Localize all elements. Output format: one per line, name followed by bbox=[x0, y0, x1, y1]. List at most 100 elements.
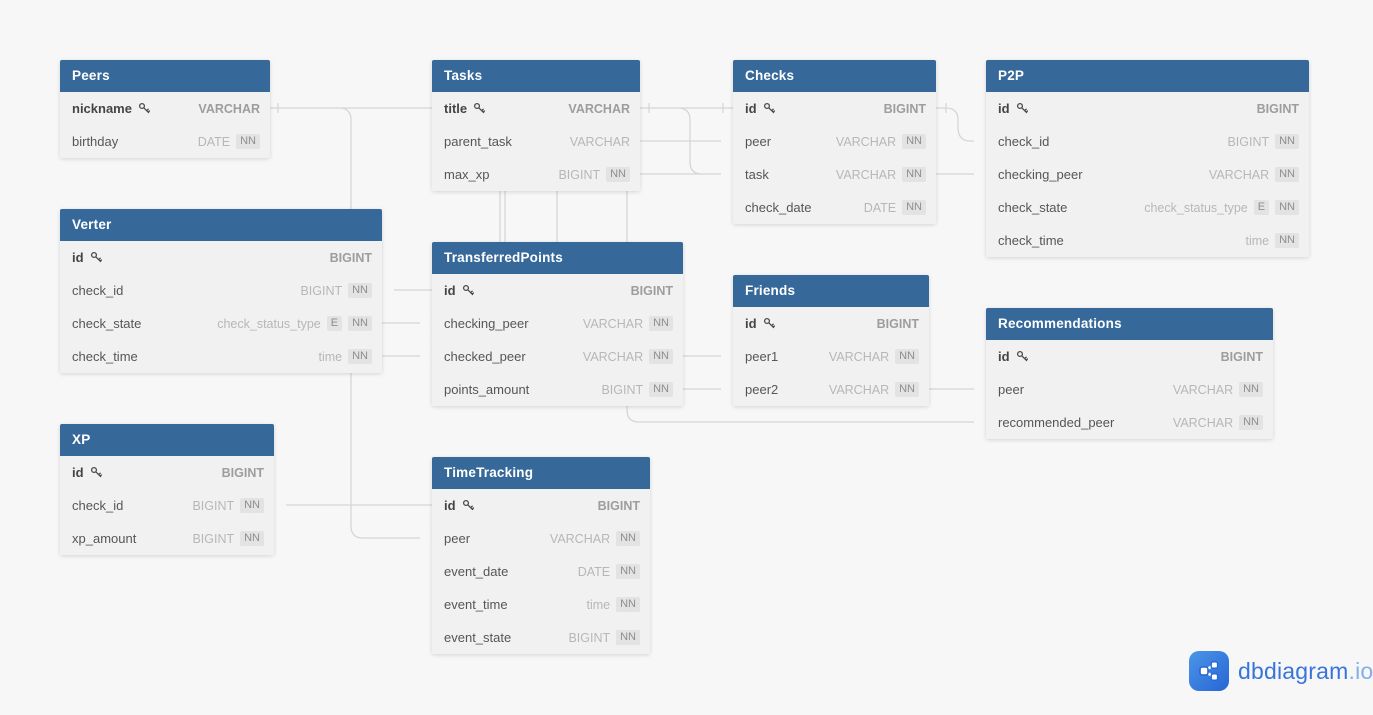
field-row-id[interactable]: id BIGINT bbox=[432, 274, 683, 307]
table-header-friends[interactable]: Friends bbox=[733, 275, 929, 307]
field-type: BIGINT bbox=[1256, 101, 1299, 116]
primary-key-icon bbox=[462, 499, 475, 512]
field-type: BIGINT bbox=[883, 101, 926, 116]
not-null-badge: NN bbox=[240, 498, 264, 513]
field-name: check_date bbox=[745, 200, 812, 215]
field-type: BIGINT bbox=[630, 283, 673, 298]
field-type: DATE bbox=[197, 134, 231, 149]
field-type: VARCHAR bbox=[1172, 415, 1234, 430]
not-null-badge: NN bbox=[348, 283, 372, 298]
table-header-checks[interactable]: Checks bbox=[733, 60, 936, 92]
field-name: checking_peer bbox=[998, 167, 1083, 182]
field-row-id[interactable]: id BIGINT bbox=[733, 92, 936, 125]
field-name: id bbox=[444, 283, 456, 298]
field-type: BIGINT bbox=[601, 382, 644, 397]
not-null-badge: NN bbox=[649, 349, 673, 364]
field-name: check_state bbox=[998, 200, 1068, 215]
field-type: check_status_type bbox=[217, 316, 321, 331]
primary-key-icon bbox=[1016, 350, 1029, 363]
table-header-xp[interactable]: XP bbox=[60, 424, 274, 456]
brand-suffix: .io bbox=[1348, 657, 1373, 684]
not-null-badge: NN bbox=[240, 531, 264, 546]
brand-name: dbdiagram.io bbox=[1238, 657, 1373, 684]
not-null-badge: NN bbox=[616, 630, 640, 645]
field-name: check_id bbox=[72, 283, 124, 298]
field-type: VARCHAR bbox=[549, 531, 611, 546]
primary-key-icon bbox=[90, 251, 103, 264]
field-type: BIGINT bbox=[558, 167, 601, 182]
primary-key-icon bbox=[1016, 102, 1029, 115]
table-header-verter[interactable]: Verter bbox=[60, 209, 382, 241]
field-name: birthday bbox=[72, 134, 119, 149]
field-row-id[interactable]: id BIGINT bbox=[986, 92, 1309, 125]
field-name: id bbox=[998, 101, 1010, 116]
field-type: BIGINT bbox=[876, 316, 919, 331]
table-header-p2p[interactable]: P2P bbox=[986, 60, 1309, 92]
not-null-badge: NN bbox=[1275, 134, 1299, 149]
not-null-badge: NN bbox=[348, 316, 372, 331]
table-header-transferredpoints[interactable]: TransferredPoints bbox=[432, 242, 683, 274]
field-name: id bbox=[745, 101, 757, 116]
not-null-badge: NN bbox=[606, 167, 630, 182]
table-header-timetracking[interactable]: TimeTracking bbox=[432, 457, 650, 489]
field-type: VARCHAR bbox=[568, 101, 630, 116]
field-type: BIGINT bbox=[192, 531, 235, 546]
table-header-recommendations[interactable]: Recommendations bbox=[986, 308, 1273, 340]
field-name: checking_peer bbox=[444, 316, 529, 331]
field-name: recommended_peer bbox=[998, 415, 1115, 430]
not-null-badge: NN bbox=[1239, 382, 1263, 397]
table-header-peers[interactable]: Peers bbox=[60, 60, 270, 92]
field-row-recommended_peer[interactable]: recommended_peer VARCHAR NN bbox=[986, 406, 1273, 439]
field-type: BIGINT bbox=[221, 465, 264, 480]
dbdiagram-logo[interactable]: dbdiagram.io bbox=[1189, 651, 1373, 691]
not-null-badge: NN bbox=[1239, 415, 1263, 430]
table-header-tasks[interactable]: Tasks bbox=[432, 60, 640, 92]
field-type: VARCHAR bbox=[828, 349, 890, 364]
primary-key-icon bbox=[473, 102, 486, 115]
field-name: event_date bbox=[444, 564, 509, 579]
